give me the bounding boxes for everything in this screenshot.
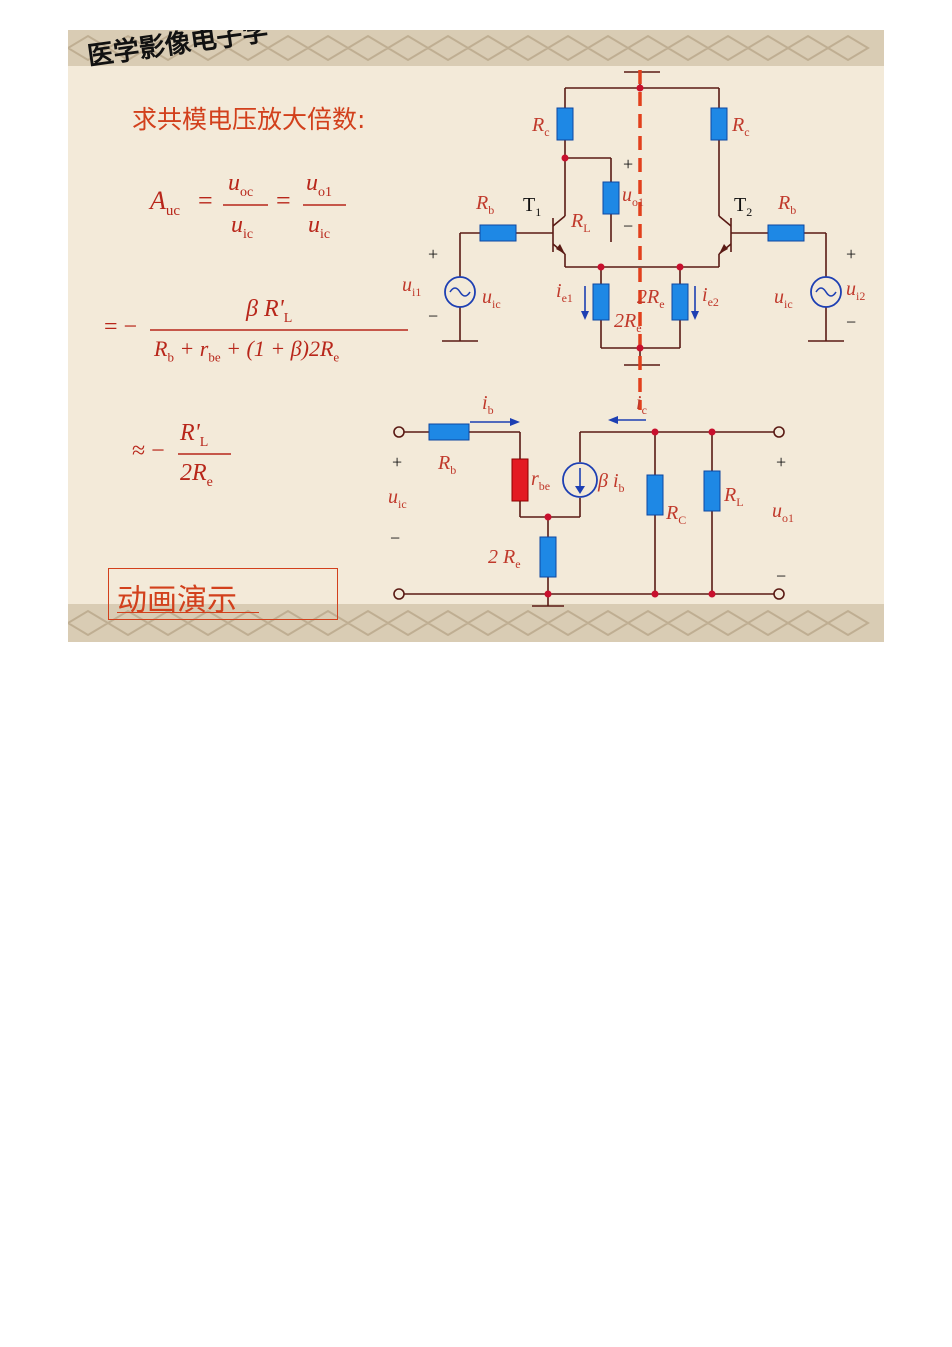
input-terminal-top bbox=[393, 426, 405, 438]
uo1-top-label: uo1 bbox=[622, 184, 644, 209]
ie1-arrow-icon bbox=[581, 311, 589, 320]
rc-resistor bbox=[646, 474, 664, 516]
re-left-resistor bbox=[592, 283, 610, 321]
input-terminal-bottom bbox=[393, 588, 405, 600]
re-right-resistor bbox=[671, 283, 689, 321]
uo1-bottom-label: uo1 bbox=[772, 500, 794, 525]
slide: 医学影像电子学 求共模电压放大倍数: Auc = uoc uic = uo1 u… bbox=[68, 30, 884, 642]
ui2-label: ui2 bbox=[846, 278, 866, 303]
rb-right-label: Rb bbox=[778, 192, 797, 217]
ie2-arrow-icon bbox=[691, 311, 699, 320]
re-bottom-label: 2 Re bbox=[488, 546, 521, 571]
bottom-nodes bbox=[544, 428, 716, 598]
ui1-label: ui1 bbox=[402, 274, 422, 299]
t2-emitter-arrow bbox=[719, 244, 728, 254]
rb-left-label: Rb bbox=[476, 192, 495, 217]
rc-right-resistor bbox=[710, 107, 728, 141]
ui2-minus: − bbox=[846, 312, 857, 332]
top-nodes bbox=[561, 84, 684, 352]
ib-label: ib bbox=[482, 392, 494, 417]
long-denominator: Rb + rbe + (1 + β)2Re bbox=[154, 336, 340, 365]
rl-bottom-label: RL bbox=[724, 484, 744, 509]
rbe-label: rbe bbox=[531, 468, 551, 493]
uo1-bottom-minus: − bbox=[776, 566, 787, 586]
uic-plus: + bbox=[392, 452, 403, 472]
beta-ib-label: β ib bbox=[598, 470, 625, 495]
equals-2: = bbox=[276, 186, 291, 215]
uo1-minus: − bbox=[623, 216, 634, 236]
current-source-arrow-icon bbox=[575, 486, 585, 494]
re-resistor bbox=[539, 536, 557, 578]
section-heading: 求共模电压放大倍数: bbox=[132, 105, 366, 134]
t2-label: T2 bbox=[734, 194, 753, 219]
ic-arrow-icon bbox=[608, 416, 618, 424]
rl-resistor-bottom bbox=[703, 470, 721, 512]
rc-left-label: Rc bbox=[532, 114, 550, 139]
output-terminal-bottom bbox=[773, 588, 785, 600]
ib-arrow-icon bbox=[510, 418, 520, 426]
uic-denominator-1: uic bbox=[231, 212, 254, 242]
approx-minus: ≈ − bbox=[132, 438, 165, 464]
uo1-plus: + bbox=[623, 154, 634, 174]
rb-right-resistor bbox=[767, 224, 805, 242]
rl-prime-numerator: R'L bbox=[180, 420, 209, 450]
t1-label: T1 bbox=[523, 194, 542, 219]
uo1-bottom-plus: + bbox=[776, 452, 787, 472]
t1-emitter-arrow bbox=[556, 244, 565, 254]
demo-animation-button[interactable]: 动画演示 bbox=[108, 568, 338, 620]
re-right-label: 2Re bbox=[637, 286, 665, 311]
ie2-label: ie2 bbox=[702, 284, 719, 309]
ui1-minus: − bbox=[428, 306, 439, 326]
equals-minus: = − bbox=[104, 314, 138, 340]
ui1-plus: + bbox=[428, 244, 439, 264]
uoc-numerator: uoc bbox=[228, 170, 254, 200]
auc-symbol: Auc bbox=[150, 186, 181, 220]
bottom-resistors bbox=[428, 423, 721, 578]
rb-left-resistor bbox=[479, 224, 517, 242]
demo-underline bbox=[117, 612, 259, 613]
slide-graphics bbox=[68, 30, 884, 642]
rb-bottom-label: Rb bbox=[438, 452, 457, 477]
uic-left-label: uic bbox=[482, 286, 501, 311]
right-sine-icon bbox=[815, 287, 837, 297]
uo1-numerator: uo1 bbox=[306, 170, 332, 200]
rc-left-resistor bbox=[556, 107, 574, 141]
uic-bottom-label: uic bbox=[388, 486, 407, 511]
rb-resistor bbox=[428, 423, 470, 441]
rl-resistor bbox=[602, 181, 620, 215]
uic-minus: − bbox=[390, 528, 401, 548]
rc-bottom-label: RC bbox=[666, 502, 687, 527]
ic-label: ic bbox=[636, 392, 647, 417]
2re-denominator: 2Re bbox=[180, 460, 213, 490]
output-terminal-top bbox=[773, 426, 785, 438]
top-resistors bbox=[479, 107, 805, 321]
rc-right-label: Rc bbox=[732, 114, 750, 139]
equals-1: = bbox=[198, 186, 213, 215]
ui2-plus: + bbox=[846, 244, 857, 264]
top-circuit-wires bbox=[442, 71, 844, 366]
border-pattern bbox=[68, 34, 870, 637]
fraction-bars bbox=[150, 204, 408, 455]
rl-label: RL bbox=[571, 210, 591, 235]
beta-rl-numerator: β R'L bbox=[246, 296, 293, 326]
uic-right-label: uic bbox=[774, 286, 793, 311]
uic-denominator-2: uic bbox=[308, 212, 331, 242]
left-sine-icon bbox=[449, 287, 471, 297]
re-left-label: 2Re bbox=[614, 310, 642, 335]
ie1-label: ie1 bbox=[556, 280, 573, 305]
rbe-resistor bbox=[511, 458, 529, 502]
bottom-circuit-wires bbox=[404, 431, 774, 607]
emitter-current-arrows bbox=[584, 286, 696, 313]
